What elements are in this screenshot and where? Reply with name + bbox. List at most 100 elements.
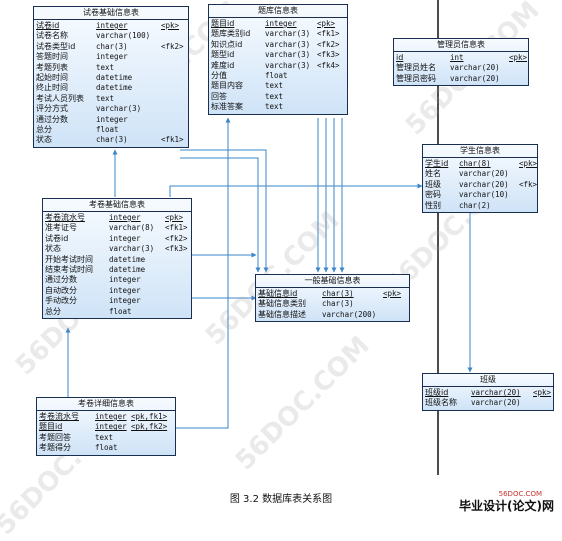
field-name: 考题回答 bbox=[39, 432, 71, 442]
field-name: 难度id bbox=[211, 60, 235, 70]
field-name: id bbox=[396, 53, 404, 62]
table-row: 总分 float bbox=[45, 307, 189, 317]
field-name: 总分 bbox=[45, 306, 61, 316]
field-type: char(3) bbox=[322, 299, 354, 309]
field-type: integer bbox=[109, 233, 141, 243]
table-row: 密码 varchar(10) bbox=[425, 190, 535, 200]
table-title: 班级 bbox=[423, 374, 553, 387]
field-key: <fk1> bbox=[317, 29, 340, 39]
field-key: <fk2> bbox=[161, 41, 184, 51]
field-name: 状态 bbox=[45, 244, 61, 254]
table-title: 学生信息表 bbox=[423, 145, 537, 158]
field-type: char(2) bbox=[459, 200, 491, 210]
field-type: integer bbox=[95, 412, 127, 421]
table-title: 试卷基础信息表 bbox=[34, 7, 188, 20]
footer-brand-logo: 毕业设计(论文)网 bbox=[459, 499, 554, 513]
table-title: 考卷基础信息表 bbox=[43, 199, 191, 212]
table-row: 难度id varchar(3) <fk4> bbox=[211, 61, 345, 71]
link-record-student bbox=[169, 183, 423, 197]
field-type: integer bbox=[96, 21, 128, 30]
table-row: 基础信息描述 varchar(200) bbox=[258, 310, 407, 320]
field-name: 题型id bbox=[211, 50, 235, 60]
field-type: char(3) bbox=[96, 135, 128, 145]
field-type: varchar(20) bbox=[471, 388, 521, 397]
field-type: integer bbox=[265, 19, 297, 28]
field-type: varchar(3) bbox=[265, 60, 311, 70]
field-name: 基础信息id bbox=[258, 289, 298, 298]
field-name: 考题列表 bbox=[36, 62, 68, 72]
field-type: integer bbox=[96, 114, 128, 124]
field-name: 准考证号 bbox=[45, 223, 77, 233]
field-type: integer bbox=[109, 213, 141, 222]
field-name: 分值 bbox=[211, 70, 227, 80]
field-type: varchar(100) bbox=[96, 31, 151, 41]
field-type: varchar(20) bbox=[459, 169, 509, 179]
table-title: 一般基础信息表 bbox=[256, 275, 409, 288]
field-name: 基础信息描述 bbox=[258, 309, 306, 319]
field-name: 自动改分 bbox=[45, 285, 77, 295]
field-type: float bbox=[109, 306, 132, 316]
field-key: <pk> bbox=[165, 213, 184, 222]
field-key: <fk3> bbox=[317, 50, 340, 60]
table-title: 题库信息表 bbox=[209, 5, 347, 18]
field-type: char(3) bbox=[322, 289, 354, 298]
field-type: float bbox=[95, 443, 118, 453]
field-name: 知识点id bbox=[211, 39, 243, 49]
field-type: integer bbox=[95, 422, 127, 432]
field-name: 试卷名称 bbox=[36, 31, 68, 41]
field-name: 回答 bbox=[211, 91, 227, 101]
field-type: varchar(3) bbox=[96, 104, 142, 114]
field-type: integer bbox=[109, 296, 141, 306]
field-key: <fk4> bbox=[317, 60, 340, 70]
field-type: varchar(200) bbox=[322, 309, 377, 319]
field-name: 答题时间 bbox=[36, 52, 68, 62]
field-key: <pk> bbox=[317, 19, 336, 28]
field-type: text bbox=[96, 62, 115, 72]
field-type: varchar(3) bbox=[265, 39, 311, 49]
field-name: 密码 bbox=[425, 190, 441, 200]
field-name: 总分 bbox=[36, 124, 52, 134]
field-key: <pk> bbox=[509, 53, 528, 62]
field-name: 题目内容 bbox=[211, 81, 243, 91]
field-type: varchar(3) bbox=[265, 50, 311, 60]
table-row: 班级名称 varchar(20) bbox=[425, 398, 551, 408]
field-name: 终止时间 bbox=[36, 83, 68, 93]
field-name: 通过分数 bbox=[36, 114, 68, 124]
field-type: integer bbox=[96, 52, 128, 62]
field-key: <pk> bbox=[533, 388, 552, 397]
field-type: varchar(3) bbox=[109, 244, 155, 254]
field-type: varchar(20) bbox=[471, 398, 521, 408]
field-name: 班级名称 bbox=[425, 398, 457, 408]
field-key: <pk,fk1> bbox=[131, 412, 168, 421]
link-exam-general-2 bbox=[180, 157, 261, 273]
field-type: text bbox=[265, 102, 284, 112]
field-type: varchar(10) bbox=[459, 190, 509, 200]
field-name: 考题得分 bbox=[39, 443, 71, 453]
field-key: <fk2> bbox=[317, 39, 340, 49]
field-name: 班级 bbox=[425, 179, 441, 189]
